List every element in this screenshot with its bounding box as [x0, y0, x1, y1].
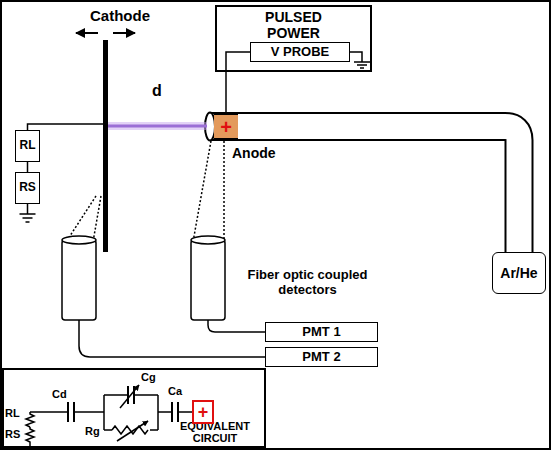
component-label: Rg [85, 425, 100, 438]
resistor-box: RL [15, 130, 40, 162]
gas-tube [210, 127, 519, 254]
inset-box: EQUIVALENT CIRCUIT+ [2, 368, 266, 448]
pmt-box: PMT 1 [265, 322, 378, 342]
node-text: PMT 1 [302, 325, 340, 340]
node-text: + [220, 117, 232, 137]
component-label: RS [5, 428, 20, 441]
variable-arrow [120, 385, 139, 408]
view-cone [193, 141, 224, 242]
optical-detector [62, 240, 96, 320]
cathode-plate [103, 40, 108, 252]
wire [27, 162, 29, 172]
node-text: PULSED POWER [254, 9, 334, 41]
plasma-glow [108, 122, 207, 130]
node-text: EQUIVALENT CIRCUIT [169, 420, 261, 445]
terminal-box: + [192, 400, 214, 424]
part-name: Fiber optic coupled detectors [240, 268, 375, 298]
component-label: RL [5, 407, 20, 420]
component-label: Ca [168, 385, 182, 398]
detector-lens [191, 236, 225, 244]
node-text: V PROBE [271, 45, 330, 60]
wire [225, 72, 227, 113]
wire [226, 52, 250, 72]
component-label: Cd [52, 388, 67, 401]
optical-detector [191, 240, 225, 320]
part-name: Anode [232, 145, 276, 161]
resistor-symbol [26, 412, 34, 427]
gas-tube [210, 127, 519, 253]
move-arrow [113, 32, 135, 34]
capacitor-symbol [172, 402, 178, 422]
ground-symbol [20, 204, 36, 222]
capacitor-symbol [68, 402, 74, 422]
plasma-jet [108, 125, 207, 128]
anode-band: + [214, 113, 238, 140]
node-text: RS [19, 181, 36, 195]
node-text: Ar/He [500, 265, 537, 281]
resistor-box: RS [15, 172, 40, 204]
component-label: Cg [141, 371, 156, 384]
detector-lens [62, 236, 96, 244]
gas-supply-box: Ar/He [492, 252, 546, 294]
variable-arrow [117, 421, 148, 441]
optical-fiber [79, 320, 265, 357]
optical-fiber [208, 320, 265, 332]
node-text: + [198, 403, 209, 421]
ground-symbol [350, 52, 370, 68]
node-text: RL [20, 139, 36, 153]
view-cone [66, 196, 101, 242]
move-arrow [76, 32, 98, 34]
part-name: Cathode [90, 7, 150, 24]
pmt-box: PMT 2 [265, 347, 378, 367]
equivalent-circuit [26, 385, 192, 447]
wire [30, 395, 192, 430]
power-supply-box: PULSED POWER V PROBE [215, 5, 372, 72]
node-text: PMT 2 [302, 350, 340, 365]
probe-box: V PROBE [250, 42, 350, 62]
dimension-label: d [152, 82, 162, 100]
resistor-symbol [26, 427, 34, 447]
